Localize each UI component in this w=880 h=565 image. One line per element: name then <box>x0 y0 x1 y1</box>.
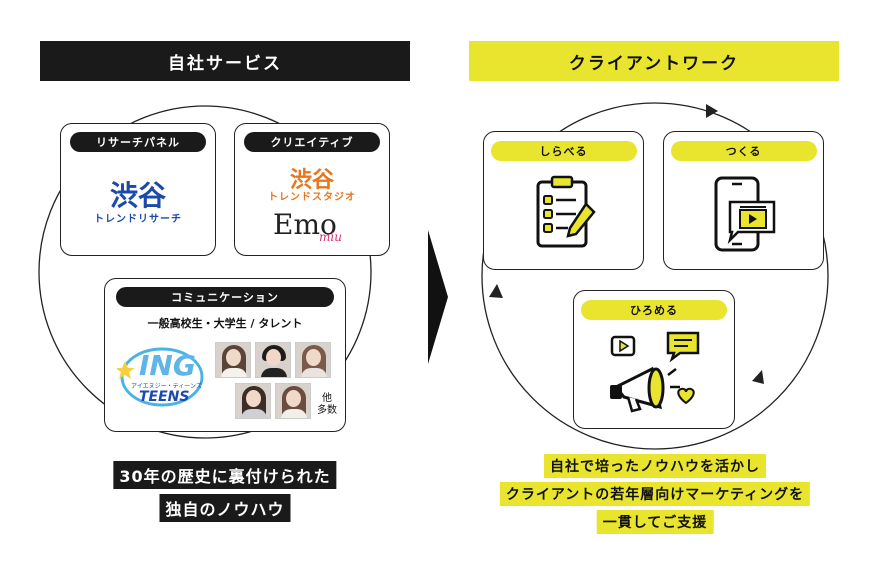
left-circle <box>38 105 372 439</box>
cycle-arrowhead-top <box>706 104 718 118</box>
left-caption-line-2: 独自のノウハウ <box>159 494 291 522</box>
right-caption-line-3: 一貫してご支援 <box>596 510 714 534</box>
right-cycle-circle <box>481 102 829 450</box>
right-caption-line-2: クライアントの若年層向けマーケティングを <box>499 482 811 506</box>
step-label-hiromeru: ひろめる <box>581 300 727 320</box>
talent-photo <box>235 383 271 419</box>
others-note-line: 他 <box>322 393 332 404</box>
phone-video-icon <box>714 176 776 252</box>
step-card-tsukuru: つくる <box>663 131 824 270</box>
cycle-arrowhead-right <box>752 370 764 384</box>
ing-logo-small: アイエヌジー・ティーンズ <box>131 383 202 390</box>
step-card-shiraberu: しらべる <box>483 131 644 270</box>
ing-logo-graphic <box>117 347 204 407</box>
communication-subtitle: 一般高校生・大学生 / タレント <box>147 317 303 330</box>
megaphone-icon <box>610 331 700 413</box>
right-section-header: クライアントワーク <box>469 41 839 81</box>
ing-teens-logo: ING アイエヌジー・ティーンズ TEENS <box>117 343 207 413</box>
others-note: 他 多数 <box>317 393 337 417</box>
step-label-shiraberu: しらべる <box>490 141 637 161</box>
emo-logo-script: miu <box>319 230 342 244</box>
trend-studio-logo-sub: トレンドスタジオ <box>268 192 356 203</box>
talent-photo <box>295 342 331 378</box>
talent-photo <box>275 383 311 419</box>
emo-logo-text: Emo <box>273 208 337 241</box>
research-panel-card: リサーチパネル 渋谷 トレンドリサーチ <box>60 123 216 256</box>
ing-logo-teens: TEENS <box>139 389 190 405</box>
shibuya-studio-logo-title: 渋谷 <box>289 168 334 193</box>
communication-label: コミュニケーション <box>116 287 334 307</box>
ing-logo-main: ING <box>139 349 196 382</box>
left-caption-line-1: 30年の歴史に裏付けられた <box>113 461 337 489</box>
research-panel-label: リサーチパネル <box>70 132 206 152</box>
left-section-header: 自社サービス <box>40 41 410 81</box>
others-note-line: 多数 <box>317 405 337 416</box>
creative-label: クリエイティブ <box>244 132 380 152</box>
trend-research-logo-sub: トレンドリサーチ <box>94 214 182 225</box>
step-card-hiromeru: ひろめる <box>573 290 735 429</box>
step-label-tsukuru: つくる <box>670 141 817 161</box>
communication-card: コミュニケーション 一般高校生・大学生 / タレント ING アイエヌジー・ティ… <box>104 278 346 432</box>
talent-photo <box>255 342 291 378</box>
cycle-arrowhead-left <box>489 284 503 298</box>
talent-photo <box>215 342 251 378</box>
clipboard-checklist-icon <box>536 175 596 248</box>
shibuya-logo-title: 渋谷 <box>109 179 166 212</box>
creative-card: クリエイティブ 渋谷 トレンドスタジオ Emo miu <box>234 123 390 256</box>
transition-arrow-icon <box>428 230 448 364</box>
right-caption-line-1: 自社で培ったノウハウを活かし <box>544 454 766 478</box>
